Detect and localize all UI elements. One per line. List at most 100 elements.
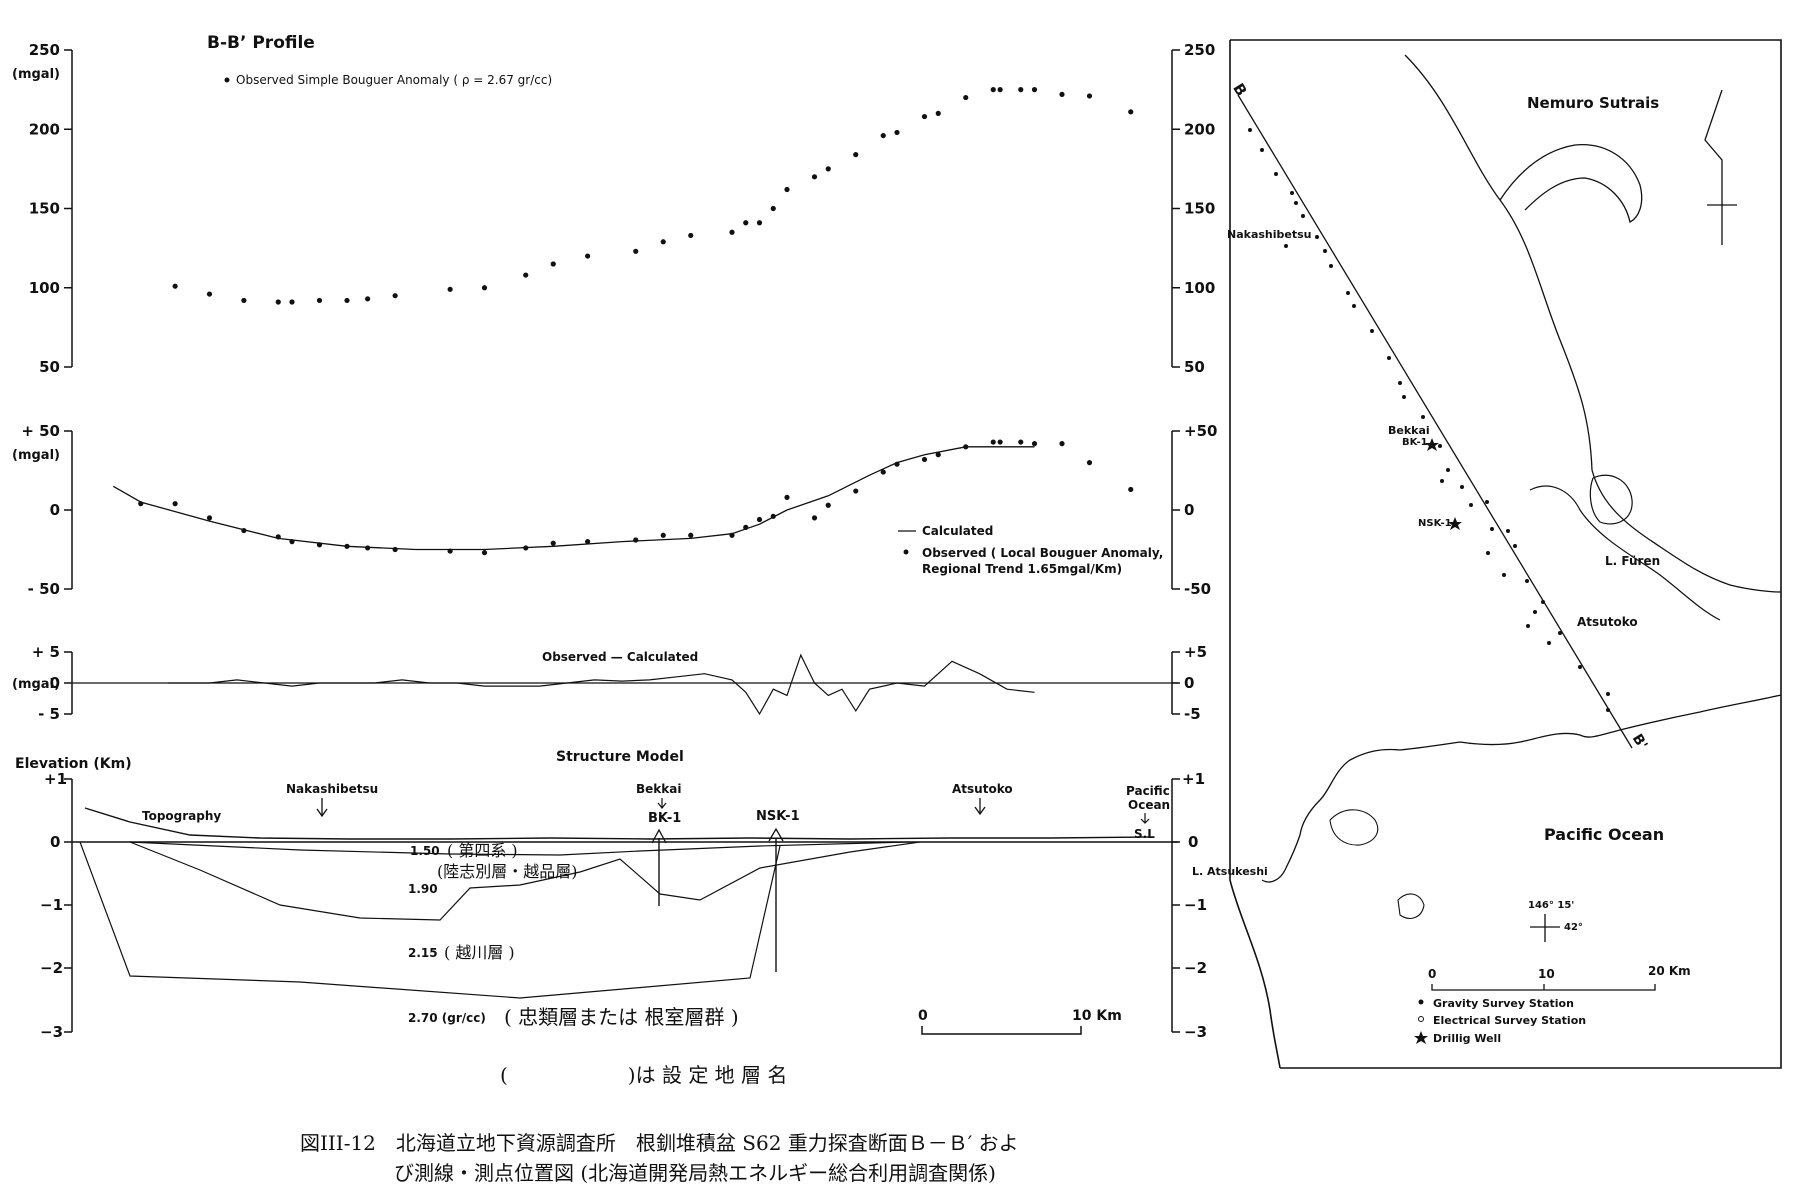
observed-local-point bbox=[172, 501, 178, 507]
observed-point bbox=[585, 253, 591, 259]
observed-point bbox=[344, 297, 350, 304]
observed-local-point bbox=[825, 502, 831, 508]
b-label: B bbox=[1229, 80, 1250, 99]
mgal-label-top: (mgal) bbox=[12, 67, 60, 82]
observed-point bbox=[743, 220, 749, 226]
observed-local-point bbox=[365, 545, 371, 551]
observed-point bbox=[921, 113, 928, 120]
observed-local-point bbox=[275, 534, 281, 540]
observed-point bbox=[853, 152, 859, 158]
structure-title: Structure Model bbox=[556, 749, 684, 765]
scale-10-label: 10 Km bbox=[1072, 1008, 1122, 1024]
elevation-label: Elevation (Km) bbox=[15, 756, 132, 772]
structure-ticks: +1 0 −1 −2 −3 +1 0 −1 −2 −3 bbox=[40, 770, 1207, 1041]
svg-text:0: 0 bbox=[1188, 833, 1198, 851]
layer-190-name: (陸志別層・越品層) bbox=[437, 862, 578, 881]
stratigraphy-note: ( )は 設 定 地 層 名 bbox=[500, 1063, 787, 1087]
legend-observed-simple: Observed Simple Bouguer Anomaly ( ρ = 2.… bbox=[236, 73, 552, 87]
observed-local-point bbox=[289, 539, 295, 545]
y-tick-label: - 50 bbox=[28, 580, 60, 598]
coastline-south bbox=[1261, 694, 1782, 883]
layer-270-label: 2.70 (gr/cc) bbox=[408, 1011, 486, 1025]
observed-local-point bbox=[481, 550, 488, 556]
map-nakashibetsu-label: Nakashibetsu bbox=[1227, 228, 1312, 241]
scale-0-label: 0 bbox=[918, 1008, 928, 1024]
calculated-curve bbox=[112, 446, 1035, 551]
observed-point bbox=[1059, 91, 1065, 97]
y-tick-label: 100 bbox=[29, 279, 60, 297]
observed-point bbox=[688, 232, 694, 239]
observed-point bbox=[811, 174, 818, 180]
y-tick-label: +5 bbox=[1184, 643, 1207, 661]
observed-point bbox=[880, 132, 886, 139]
y-tick-label: 250 bbox=[29, 41, 60, 59]
legend-well-icon bbox=[1414, 1031, 1428, 1044]
svg-text:−1: −1 bbox=[40, 896, 63, 914]
nemuro-label: Nemuro Sutrais bbox=[1527, 94, 1659, 112]
map-scale-20: 20 Km bbox=[1648, 964, 1691, 978]
legend-calculated: Calculated bbox=[922, 524, 993, 538]
layer-150-label: 1.50 bbox=[410, 844, 440, 858]
layer-190-boundary bbox=[129, 841, 921, 921]
svg-text:0: 0 bbox=[50, 833, 60, 851]
observed-point bbox=[316, 297, 323, 304]
observed-local-point bbox=[344, 543, 350, 549]
y-tick-label: 50 bbox=[39, 358, 60, 376]
map-bk1-label: BK-1 bbox=[1402, 437, 1428, 448]
y-tick-label: 0 bbox=[50, 501, 60, 519]
pacific-arrow-icon bbox=[1140, 813, 1150, 824]
structure-scale-bar bbox=[921, 1026, 1082, 1035]
svg-text:−2: −2 bbox=[1184, 959, 1207, 977]
observed-point bbox=[756, 220, 763, 226]
observed-local-point bbox=[1018, 439, 1024, 445]
y-tick-label: -5 bbox=[1184, 705, 1201, 723]
legend-observed-local-2: Regional Trend 1.65mgal/Km) bbox=[922, 562, 1122, 576]
north-arrow-icon bbox=[1704, 89, 1737, 245]
observed-point bbox=[365, 296, 371, 302]
y-tick-label: + 5 bbox=[32, 643, 60, 661]
observed-local-point bbox=[894, 461, 900, 467]
observed-local-point bbox=[935, 452, 941, 458]
legend-well-label: Drillig Well bbox=[1433, 1032, 1501, 1045]
legend-dot-observed-simple bbox=[224, 77, 230, 83]
mgal-label-res: (mgal) bbox=[12, 677, 60, 692]
pacific-ocean-label: Pacific Ocean bbox=[1544, 825, 1664, 844]
top-panel-points bbox=[172, 87, 1134, 305]
topography-label: Topography bbox=[142, 809, 221, 823]
observed-local-point bbox=[743, 524, 749, 530]
figure-caption: 図III-12 北海道立地下資源調査所 根釧堆積盆 S62 重力探査断面Ｂ－Ｂ′… bbox=[300, 1128, 1200, 1188]
svg-text:−3: −3 bbox=[1184, 1023, 1207, 1041]
observed-local-point bbox=[392, 546, 398, 553]
y-tick-label: 0 bbox=[1184, 501, 1194, 519]
nsk1-marker bbox=[768, 827, 784, 842]
observed-point bbox=[523, 272, 529, 278]
map-frame bbox=[1230, 39, 1782, 1069]
pacific-label-2: Ocean bbox=[1128, 798, 1170, 812]
observed-point bbox=[935, 110, 941, 116]
legend-gravity-icon bbox=[1418, 999, 1424, 1005]
observed-point bbox=[392, 293, 398, 299]
observed-local-point bbox=[241, 527, 247, 534]
atsutoko-arrow-icon bbox=[974, 798, 986, 816]
observed-point bbox=[894, 129, 900, 136]
observed-point bbox=[1031, 87, 1038, 93]
caption-line-1: 図III-12 北海道立地下資源調査所 根釧堆積盆 S62 重力探査断面Ｂ－Ｂ′… bbox=[300, 1131, 1019, 1155]
observed-local-point bbox=[1059, 441, 1065, 447]
residual-curve bbox=[168, 653, 1035, 716]
legend-gravity-label: Gravity Survey Station bbox=[1433, 997, 1574, 1010]
notsuke-peninsula bbox=[1499, 144, 1643, 223]
observed-point bbox=[729, 229, 735, 235]
station-dots bbox=[1248, 128, 1610, 712]
nsk1-label: NSK-1 bbox=[756, 809, 800, 824]
observed-point bbox=[289, 299, 295, 305]
legend-observed-local-1: Observed ( Local Bouguer Anomaly, bbox=[922, 546, 1163, 560]
map-left-edge bbox=[1229, 40, 1281, 1069]
observed-point bbox=[1018, 87, 1024, 93]
observed-point bbox=[660, 239, 666, 245]
atsutoko-struct-label: Atsutoko bbox=[952, 782, 1013, 796]
observed-local-point bbox=[206, 515, 213, 521]
coord-lat-label: 42° bbox=[1564, 922, 1583, 933]
observed-point bbox=[550, 261, 556, 267]
observed-point bbox=[481, 285, 488, 291]
observed-point bbox=[172, 283, 178, 289]
